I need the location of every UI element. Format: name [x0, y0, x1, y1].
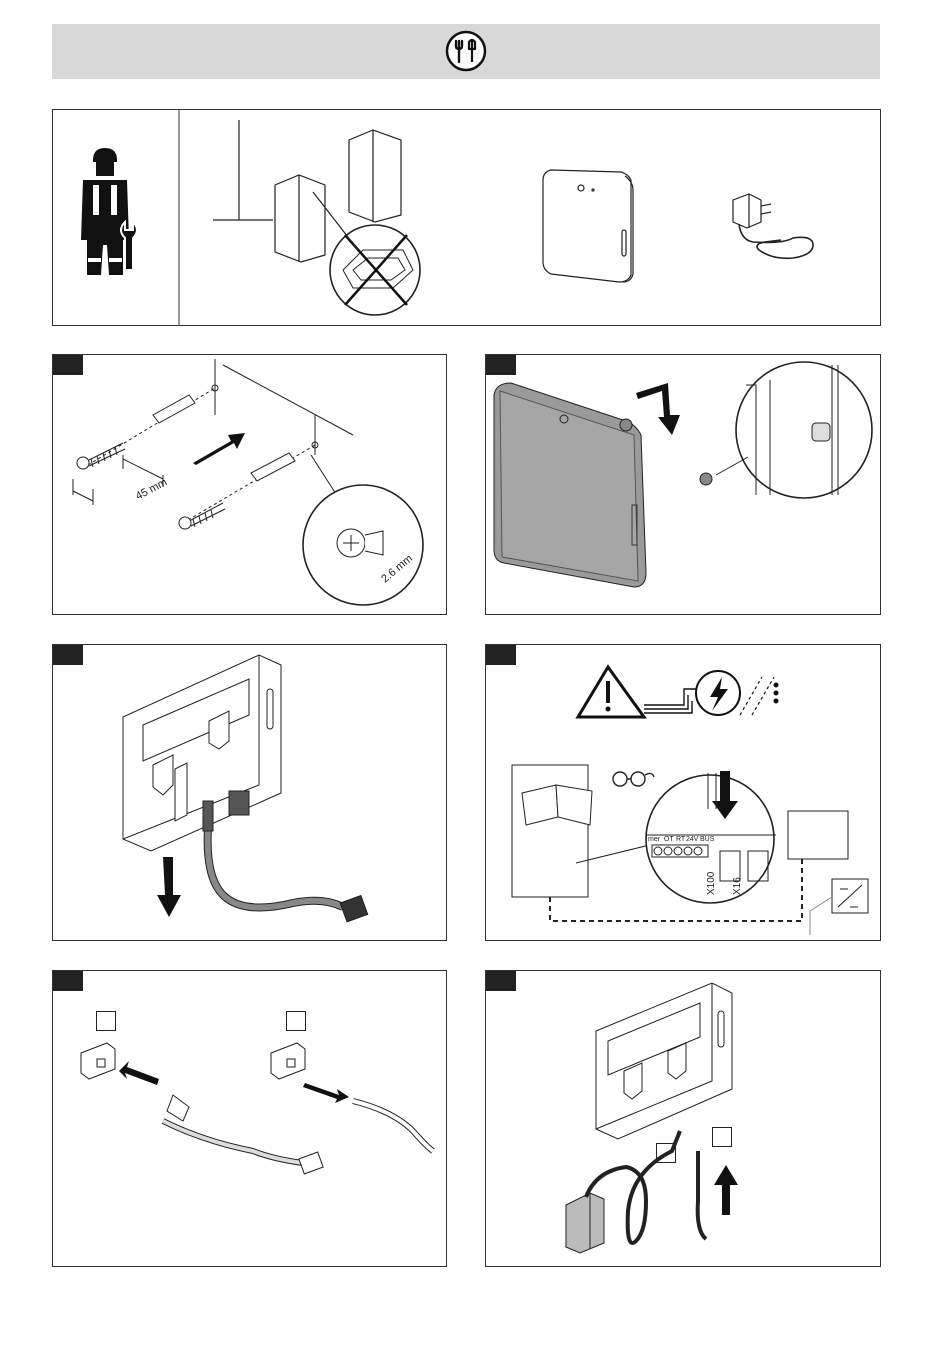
step1-panel: 45 mm 2.6 mm	[52, 354, 447, 615]
device-icon	[543, 170, 633, 282]
arrow-icon	[157, 857, 181, 917]
device-back-image	[596, 983, 732, 1139]
device-image	[494, 383, 646, 587]
step5-panel	[52, 970, 447, 1267]
voltage-icon	[696, 671, 740, 715]
terminal-label: BUS	[700, 836, 715, 843]
screw-icon	[337, 529, 383, 557]
step4-panel: mer OT RT 24V BUS X100 X16	[485, 644, 881, 941]
device-outline	[512, 765, 588, 897]
wall-plug-icon	[153, 395, 295, 481]
spacing-dimension: 45 mm	[134, 476, 169, 502]
screw-icon	[179, 503, 225, 529]
warning-icon	[578, 667, 644, 717]
step6-panel	[485, 970, 881, 1267]
device-back-image	[123, 655, 281, 851]
tools-icon	[444, 29, 488, 73]
terminal-label: RT	[676, 836, 686, 843]
arrow-icon	[303, 1083, 349, 1103]
x100-label: X100	[706, 871, 717, 895]
power-adapter-icon	[733, 194, 813, 258]
no-moisture-icon	[213, 120, 420, 315]
arrow-icon	[636, 383, 680, 435]
screw-icon	[77, 443, 125, 469]
x16-label: X16	[732, 877, 743, 895]
connector-icon	[81, 1043, 305, 1079]
glasses-icon	[613, 772, 654, 786]
step3-panel	[52, 644, 447, 941]
step2-panel	[485, 354, 881, 615]
installer-icon	[81, 148, 137, 275]
arrow-icon	[193, 433, 245, 465]
terminal-label: OT	[664, 836, 674, 843]
arrow-icon	[119, 1061, 159, 1085]
terminal-label: mer	[648, 836, 661, 843]
header-bar	[52, 24, 880, 79]
terminal-label: 24V	[686, 836, 699, 843]
arrow-icon	[714, 1165, 738, 1215]
power-adapter-icon	[566, 1193, 604, 1253]
intro-panel	[52, 109, 881, 326]
cable-icon	[163, 1095, 433, 1174]
heater-box	[788, 811, 848, 859]
